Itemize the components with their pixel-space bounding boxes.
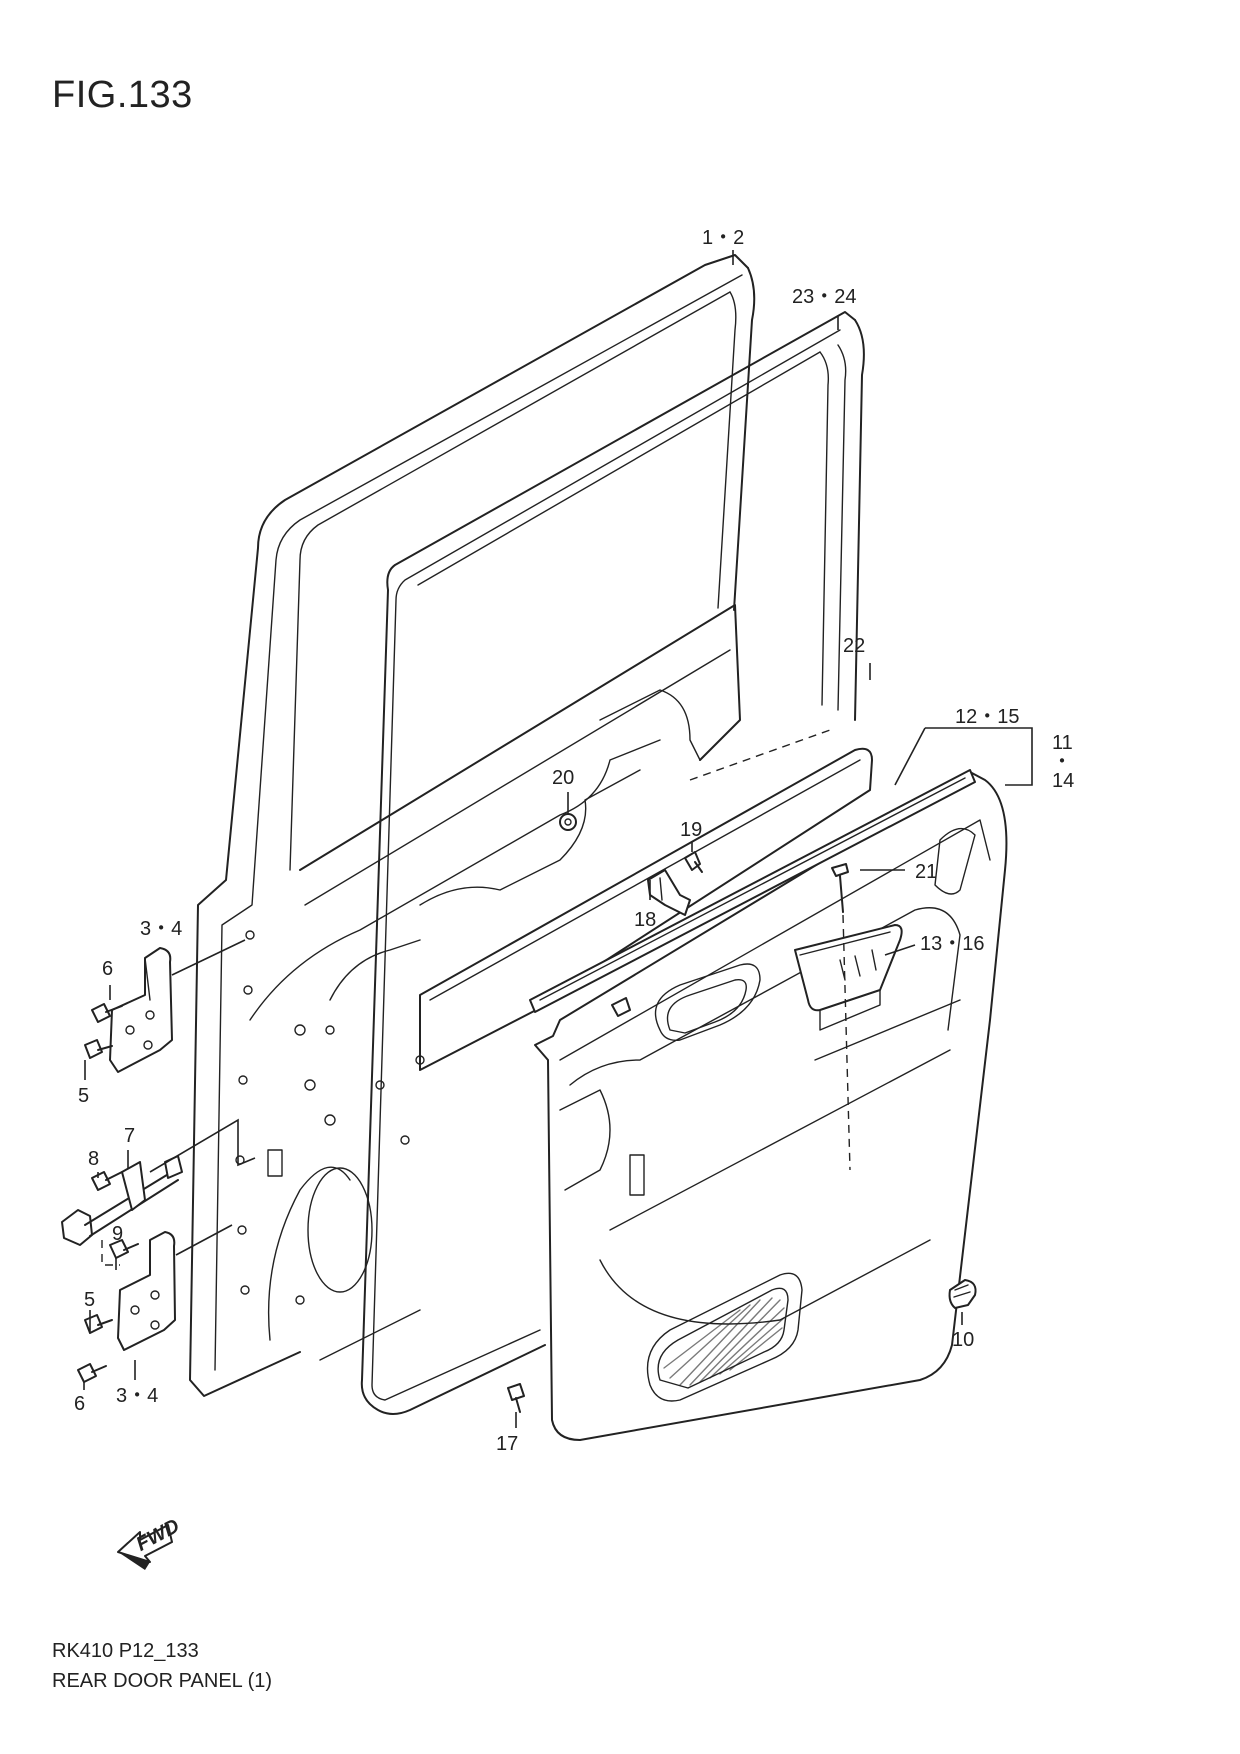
- callout-21: 21: [915, 861, 937, 883]
- callout-6-bot: 6: [74, 1393, 85, 1415]
- leader-lines: [83, 250, 1033, 1428]
- callout-23-24: 23・24: [792, 286, 857, 308]
- screw-19: [684, 851, 703, 873]
- bracket-18: [647, 869, 691, 916]
- door-weatherstrip: [360, 311, 865, 1415]
- callout-20: 20: [552, 767, 574, 789]
- callout-9: 9: [112, 1223, 123, 1245]
- model-code: RK410 P12_133: [52, 1640, 199, 1662]
- callout-labels: 1・2 23・24 22 12・15 11 ・ 14 20 19 21 18 1…: [74, 227, 1074, 1455]
- callout-17: 17: [496, 1433, 518, 1455]
- callout-3-4-bot: 3・4: [116, 1385, 158, 1407]
- callout-10: 10: [952, 1329, 974, 1351]
- callout-13-16: 13・16: [920, 933, 985, 955]
- door-shell: [189, 254, 756, 1397]
- clip-17: [507, 1383, 525, 1413]
- callout-7: 7: [124, 1125, 135, 1147]
- lower-hinge: [117, 1224, 233, 1351]
- clip-20: [559, 813, 577, 831]
- fwd-arrow-icon: FWD: [117, 1515, 183, 1570]
- callout-12-15: 12・15: [955, 706, 1020, 728]
- diagram-caption: REAR DOOR PANEL (1): [52, 1670, 273, 1692]
- callout-19: 19: [680, 819, 702, 841]
- footer: RK410 P12_133 REAR DOOR PANEL (1): [52, 1636, 272, 1696]
- bolts: [77, 1003, 139, 1383]
- callout-8: 8: [88, 1148, 99, 1170]
- door-check-strap: [61, 1118, 256, 1266]
- callout-5-bot: 5: [84, 1289, 95, 1311]
- callout-22: 22: [843, 635, 865, 657]
- bumper-10: [948, 1279, 977, 1309]
- callout-14: 14: [1052, 770, 1074, 792]
- callout-18: 18: [634, 909, 656, 931]
- trim-clip: [611, 997, 631, 1017]
- figure-title: FIG.133: [52, 74, 193, 116]
- callout-dot: ・: [1052, 751, 1072, 773]
- callout-6-top: 6: [102, 958, 113, 980]
- callout-1-2: 1・2: [702, 227, 744, 249]
- screw-21: [831, 863, 851, 1171]
- upper-hinge: [109, 939, 246, 1073]
- callout-5-top: 5: [78, 1085, 89, 1107]
- callout-3-4-top: 3・4: [140, 918, 182, 940]
- callout-11: 11: [1052, 732, 1073, 754]
